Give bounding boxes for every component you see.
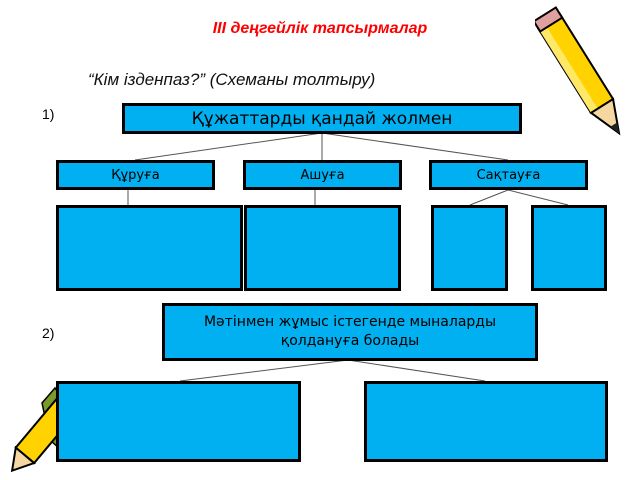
branch-box-save: Сақтауға xyxy=(429,160,588,190)
pencil-icon xyxy=(535,6,621,136)
branch-box-create: Құруға xyxy=(56,160,215,190)
page-title: ІІІ деңгейлік тапсырмалар xyxy=(212,20,428,37)
empty-answer-box xyxy=(56,381,301,462)
section-number: 2) xyxy=(42,325,55,341)
empty-answer-box xyxy=(364,381,608,462)
section-number: 1) xyxy=(42,106,55,122)
empty-answer-box xyxy=(56,205,243,291)
root-box: Құжаттарды қандай жолмен xyxy=(122,103,522,134)
branch-box-open: Ашуға xyxy=(243,160,402,190)
empty-answer-box xyxy=(531,205,607,291)
page-subtitle: “Кім ізденпаз?” (Схеманы толтыру) xyxy=(88,70,376,89)
root-box: Мәтінмен жұмыс істегенде мыналарды қолда… xyxy=(162,303,538,361)
empty-answer-box xyxy=(244,205,401,291)
empty-answer-box xyxy=(431,205,508,291)
